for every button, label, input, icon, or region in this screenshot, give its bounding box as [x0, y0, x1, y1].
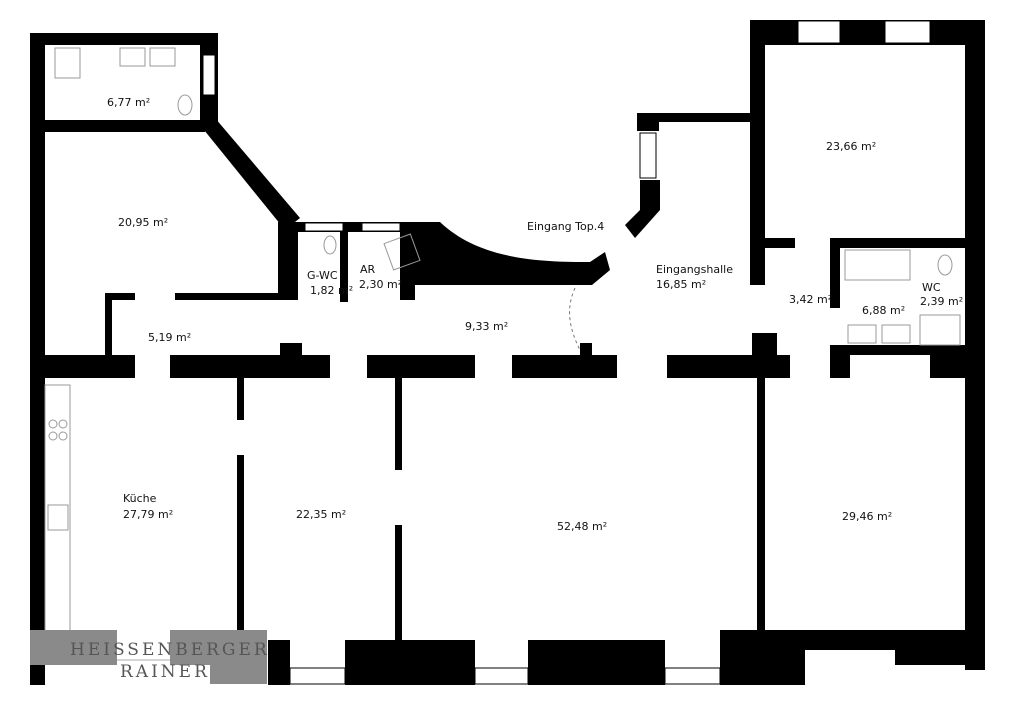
- hall-area: 16,85 m²: [656, 278, 706, 291]
- entrance-label: Eingang Top.4: [527, 220, 604, 233]
- logo-line-1: HEISSENBERGER: [70, 640, 270, 660]
- kitchen-area: 27,79 m²: [123, 508, 173, 521]
- room-labels: 6,77 m² 20,95 m² G-WC 1,82 m² AR 2,30 m²…: [107, 96, 963, 533]
- room-22-area: 22,35 m²: [296, 508, 346, 521]
- windows: [202, 20, 931, 685]
- corridor-left-area: 5,19 m²: [148, 331, 191, 344]
- room-29-area: 29,46 m²: [842, 510, 892, 523]
- room-top-right-area: 23,66 m²: [826, 140, 876, 153]
- door-swing: [569, 287, 581, 351]
- walls: [30, 20, 985, 685]
- room-52-area: 52,48 m²: [557, 520, 607, 533]
- wc-area: 2,39 m²: [920, 295, 963, 308]
- hall-name: Eingangshalle: [656, 263, 733, 276]
- corridor-area: 9,33 m²: [465, 320, 508, 333]
- logo-line-2: RAINER: [120, 662, 210, 682]
- wc-name: WC: [922, 281, 941, 294]
- passage-area: 3,42 m²: [789, 293, 832, 306]
- gwc-name: G-WC: [307, 269, 338, 282]
- room-left-area: 20,95 m²: [118, 216, 168, 229]
- bath-right-area: 6,88 m²: [862, 304, 905, 317]
- gwc-area: 1,82 m²: [310, 284, 353, 297]
- ar-area: 2,30 m²: [359, 278, 402, 291]
- kitchen-name: Küche: [123, 492, 157, 505]
- ar-name: AR: [360, 263, 376, 276]
- fixtures: [44, 47, 961, 641]
- room-bath-area: 6,77 m²: [107, 96, 150, 109]
- logo: HEISSENBERGER RAINER: [30, 630, 270, 684]
